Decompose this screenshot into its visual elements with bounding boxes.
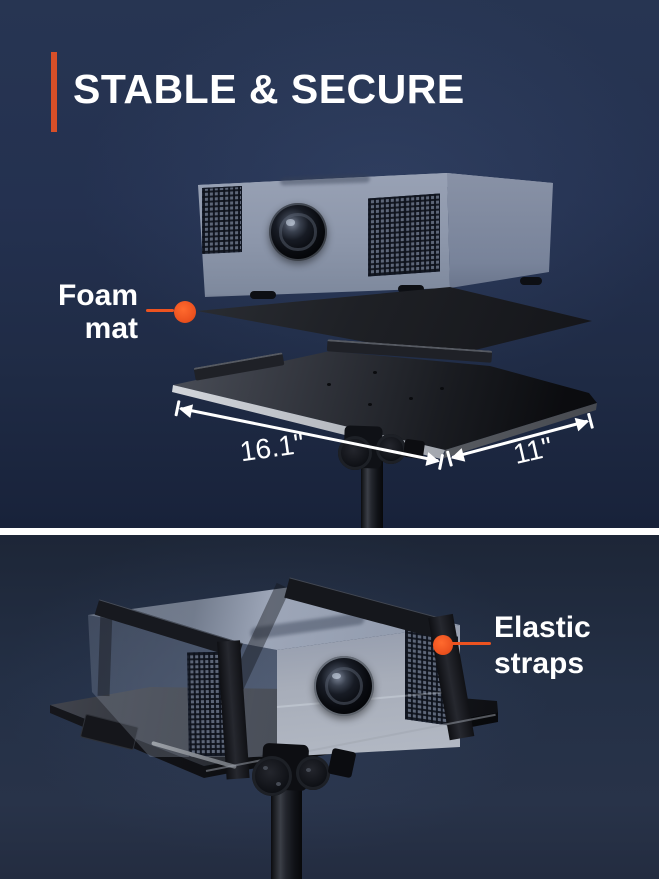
projector-illustration-top bbox=[195, 165, 560, 305]
projector-lens bbox=[269, 203, 327, 261]
screw-hole bbox=[327, 383, 331, 386]
screw-hole bbox=[276, 782, 281, 786]
bracket-knob bbox=[252, 756, 292, 796]
foam-mat-label-line2: mat bbox=[84, 312, 138, 345]
projector-foot bbox=[398, 285, 424, 293]
elastic-straps-label: Elastic straps bbox=[494, 610, 634, 682]
bracket-knob bbox=[296, 756, 330, 790]
projector-foot bbox=[520, 277, 542, 285]
callout-dot bbox=[433, 635, 453, 655]
callout-line bbox=[146, 309, 174, 312]
screw-hole bbox=[263, 766, 268, 770]
stand-pole bbox=[361, 450, 383, 528]
screw-hole bbox=[409, 397, 413, 400]
elastic-straps-label-line2: straps bbox=[494, 647, 585, 680]
screw-hole bbox=[440, 387, 444, 390]
projector-foot bbox=[250, 291, 276, 299]
projector-lens bbox=[314, 656, 374, 716]
screw-hole bbox=[368, 403, 372, 406]
section-divider bbox=[0, 528, 659, 535]
vent-grille-right bbox=[368, 193, 440, 277]
foam-mat-label: Foam mat bbox=[36, 279, 138, 345]
callout-dot bbox=[174, 301, 196, 323]
screw-hole bbox=[373, 371, 377, 374]
foam-mat-label-line1: Foam bbox=[57, 279, 138, 312]
headline: STABLE & SECURE bbox=[73, 66, 465, 112]
projector-right-face bbox=[447, 173, 553, 288]
screw-hole bbox=[306, 768, 311, 772]
callout-line bbox=[451, 642, 491, 645]
vent-grille-left bbox=[202, 185, 242, 255]
stand-pole bbox=[271, 787, 302, 879]
headline-accent-bar bbox=[51, 52, 57, 132]
elastic-straps-label-line1: Elastic bbox=[494, 611, 591, 644]
